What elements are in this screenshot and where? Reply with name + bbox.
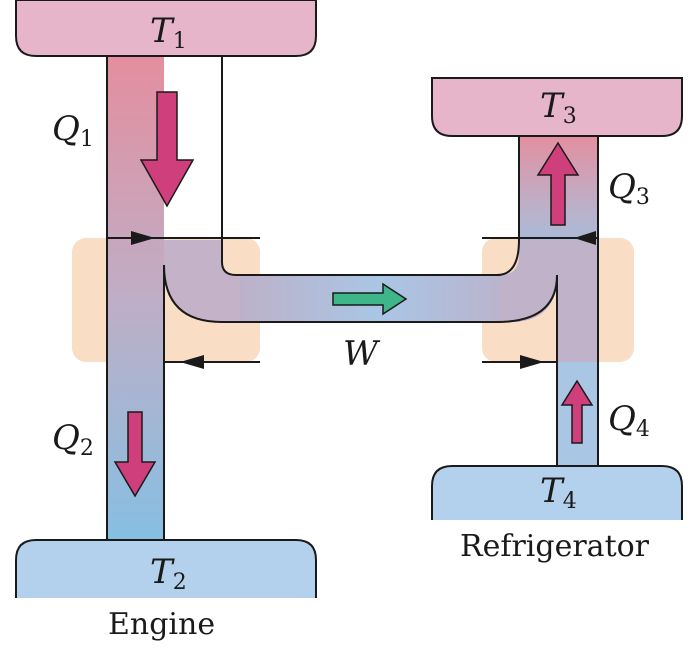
q2-label: Q2 [52,418,94,461]
engine-bottom-arrowhead-icon [180,355,204,369]
q2-arrow-icon [113,411,157,498]
work-arrow-icon [332,282,408,316]
work-label: W [343,334,381,374]
q4-arrow-icon [560,379,594,444]
reservoir-t3 [431,77,683,137]
q3-arrow-icon [536,141,580,226]
engine-branch [164,240,260,322]
refrigerator-bottom-arrowhead-icon [520,355,544,369]
t4-label: T4 [540,471,577,514]
q3-label: Q3 [608,167,650,210]
engine-top-arrowhead-icon [131,231,155,245]
refrigerator-outline [482,136,599,466]
t1-label: T1 [150,11,187,54]
engine-outline [106,56,500,540]
engine-caption: Engine [108,607,215,642]
reservoir-t1 [15,0,317,57]
refrigerator-branch [500,240,598,362]
q1-label: Q1 [52,109,94,152]
t2-label: T2 [150,552,187,595]
reservoir-t2 [15,539,317,598]
refrigerator-top-arrowhead-icon [574,231,596,245]
t3-label: T3 [540,86,577,129]
q4-label: Q4 [608,399,650,442]
q1-arrow-icon [139,91,195,208]
refrigerator-caption: Refrigerator [460,529,650,564]
